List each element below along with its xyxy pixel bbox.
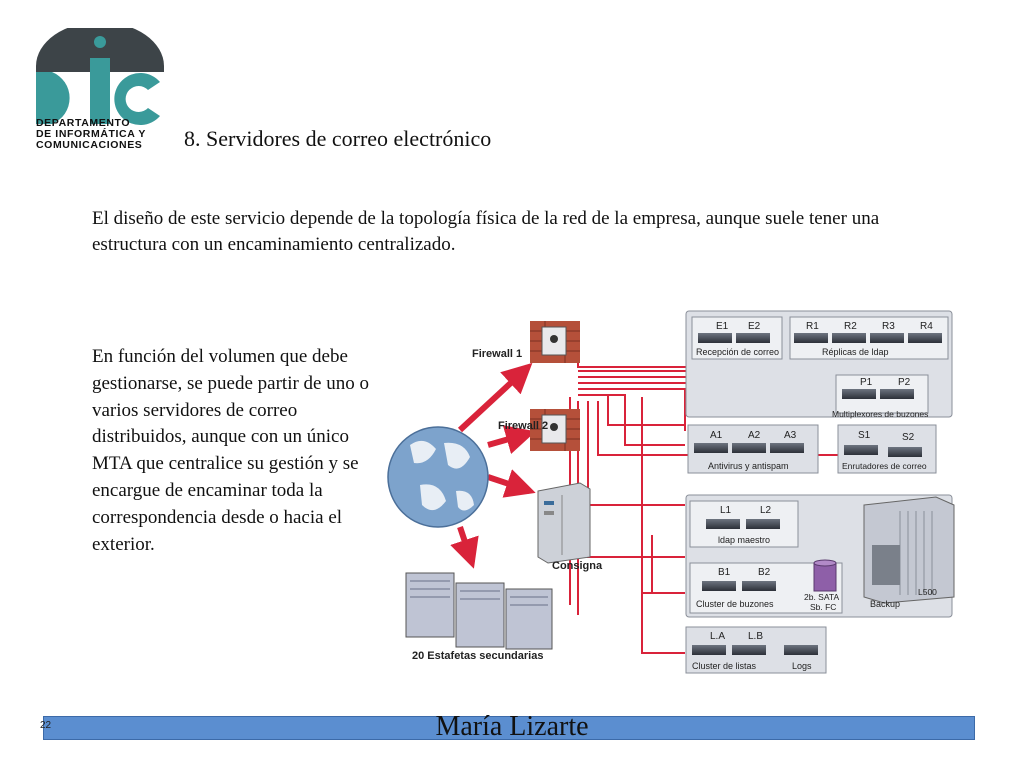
footer-bar	[43, 716, 975, 740]
node-e1: E1	[716, 321, 729, 332]
node-s2: S2	[902, 432, 915, 443]
node-r2: R2	[844, 321, 857, 332]
sbfc-label: Sb. FC	[810, 602, 836, 612]
node-r4: R4	[920, 321, 933, 332]
l500-label: L500	[918, 587, 937, 597]
firewall-2-label: Firewall 2	[498, 420, 548, 432]
globe-arrows	[450, 362, 536, 569]
globe-icon	[387, 426, 489, 528]
enrutadores-label: Enrutadores de correo	[842, 461, 927, 471]
firewall-2-icon	[530, 409, 580, 451]
logs-label: Logs	[792, 661, 812, 671]
node-l2: L2	[760, 505, 772, 516]
footer-author: María Lizarte	[435, 711, 589, 742]
node-la: L.A	[710, 631, 725, 642]
intro-paragraph: El diseño de este servicio depende de la…	[92, 208, 880, 255]
logo-arc	[36, 28, 164, 72]
logo-letter-c	[114, 72, 160, 125]
node-l1: L1	[720, 505, 732, 516]
department-logo	[36, 28, 164, 125]
node-b2: B2	[758, 567, 771, 578]
node-b1: B1	[718, 567, 731, 578]
sata-label: 2b. SATA	[804, 592, 839, 602]
node-a3: A3	[784, 430, 797, 441]
backup-label: Backup	[870, 599, 900, 609]
sata-disk-icon	[813, 559, 837, 592]
estafetas-label: 20 Estafetas secundarias	[412, 650, 543, 662]
logo-text-line3: COMUNICACIONES	[36, 139, 143, 151]
logo-letter-d	[36, 72, 70, 124]
node-r3: R3	[882, 321, 895, 332]
node-lb: L.B	[748, 631, 763, 642]
node-p1: P1	[860, 377, 873, 388]
node-a2: A2	[748, 430, 761, 441]
recepcion-label: Recepción de correo	[696, 347, 779, 357]
node-e2: E2	[748, 321, 761, 332]
replicas-label: Réplicas de ldap	[822, 347, 889, 357]
antivirus-label: Antivirus y antispam	[708, 461, 789, 471]
side-paragraph: En función del volumen que debe gestiona…	[92, 346, 369, 555]
logo-text-line2: DE INFORMÁTICA Y	[36, 128, 146, 140]
buzones-label: Cluster de buzones	[696, 599, 774, 609]
firewall-1-icon	[530, 321, 580, 363]
mail-network-diagram: Firewall 1 Firewall 2 Consigna 20 Estafe…	[387, 310, 955, 674]
logo-dot	[94, 36, 106, 48]
page-number: 22	[40, 720, 52, 731]
logo-letter-i	[90, 58, 110, 124]
backup-server-icon	[863, 496, 955, 604]
consigna-label: Consigna	[552, 560, 603, 572]
node-s1: S1	[858, 430, 871, 441]
slide-title: 8. Servidores de correo electrónico	[184, 126, 492, 151]
listas-label: Cluster de listas	[692, 661, 757, 671]
node-r1: R1	[806, 321, 819, 332]
logo-text-line1: DEPARTAMENTO	[36, 117, 131, 129]
node-a1: A1	[710, 430, 723, 441]
ldap-label: ldap maestro	[718, 535, 770, 545]
secondary-servers-icon	[405, 572, 553, 650]
node-p2: P2	[898, 377, 911, 388]
firewall-1-label: Firewall 1	[472, 348, 522, 360]
multiplexores-label: Multiplexores de buzones	[832, 409, 928, 419]
consigna-server-icon	[537, 482, 591, 564]
